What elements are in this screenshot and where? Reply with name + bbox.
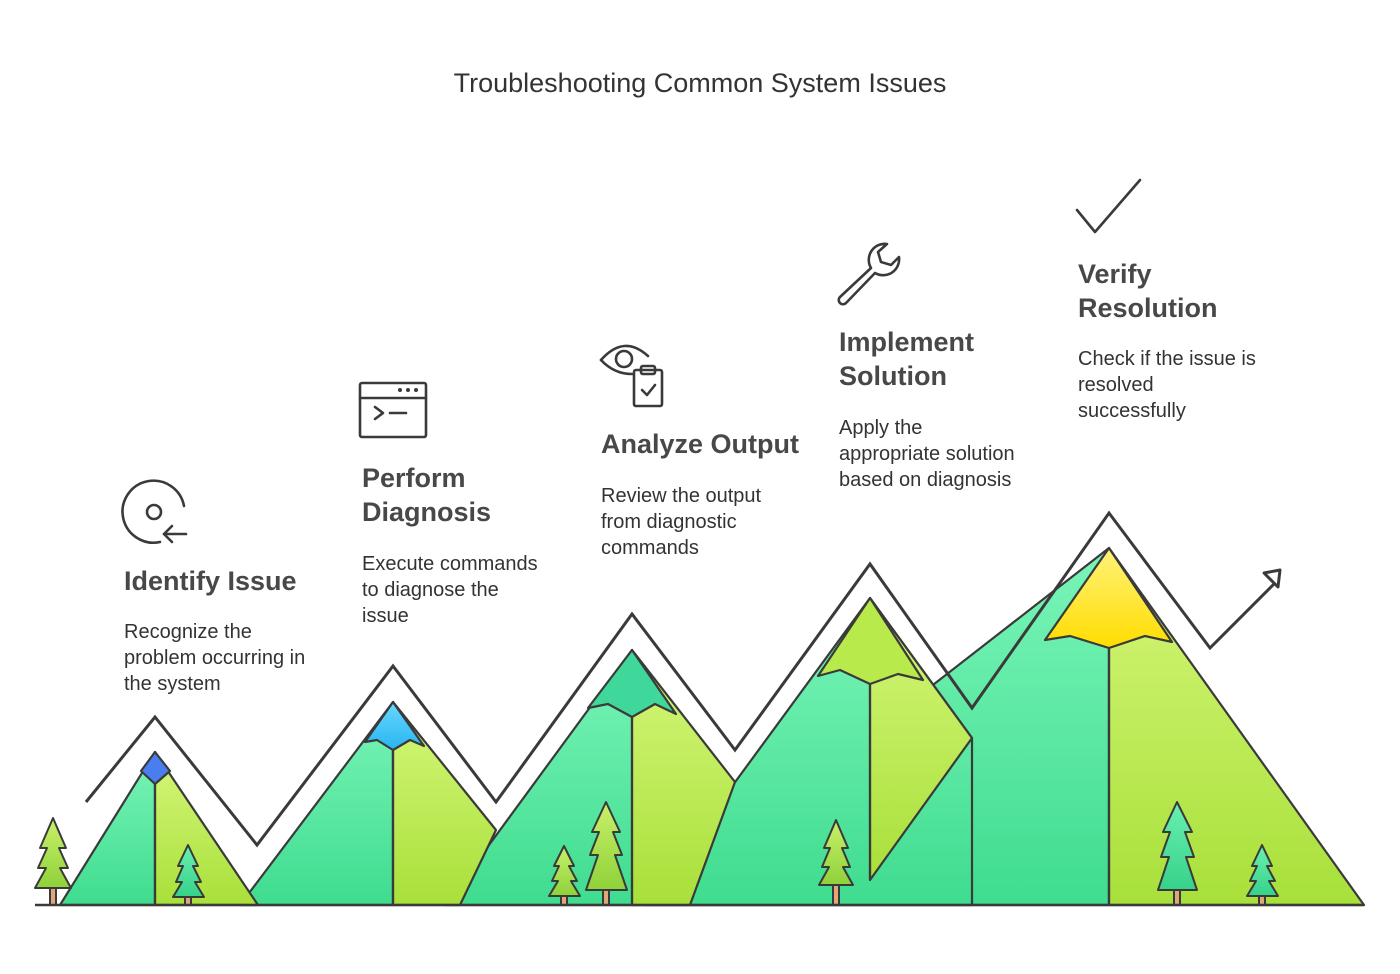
step-3-title: Analyze Output bbox=[601, 429, 800, 459]
step-1-title: Identify Issue bbox=[124, 566, 297, 596]
mountain-1 bbox=[58, 750, 260, 907]
step-5-title: Verify Resolution bbox=[1078, 259, 1218, 323]
step-4-description: Apply the appropriate solution based on … bbox=[839, 417, 1015, 491]
step-3-description: Review the output from diagnostic comman… bbox=[601, 485, 762, 559]
progress-arrowhead bbox=[1262, 568, 1282, 589]
progress-line bbox=[84, 510, 1280, 848]
step-4-title: Implement Solution bbox=[839, 327, 975, 391]
trees bbox=[34, 801, 1279, 906]
mountains bbox=[58, 546, 1366, 907]
step-2-title: Perform Diagnosis bbox=[362, 463, 492, 527]
step-2-description: Execute commands to diagnose the issue bbox=[362, 553, 538, 627]
step-5-description: Check if the issue is resolved successfu… bbox=[1078, 348, 1256, 422]
step-1-description: Recognize the problem occurring in the s… bbox=[124, 621, 306, 695]
mountain-3 bbox=[443, 648, 737, 907]
checkmark-icon bbox=[1075, 178, 1142, 234]
page-title: Troubleshooting Common System Issues bbox=[453, 68, 947, 98]
tree-1 bbox=[34, 817, 72, 906]
mountain-2 bbox=[238, 700, 498, 907]
tree-6 bbox=[1157, 801, 1198, 906]
terminal-icon bbox=[358, 381, 428, 439]
tree-4 bbox=[585, 801, 628, 906]
wrench-icon bbox=[837, 242, 901, 306]
target-arrow-icon bbox=[121, 479, 188, 544]
eye-clipboard-icon bbox=[599, 344, 664, 408]
mountain-4 bbox=[643, 596, 974, 907]
tree-7 bbox=[1246, 844, 1279, 906]
